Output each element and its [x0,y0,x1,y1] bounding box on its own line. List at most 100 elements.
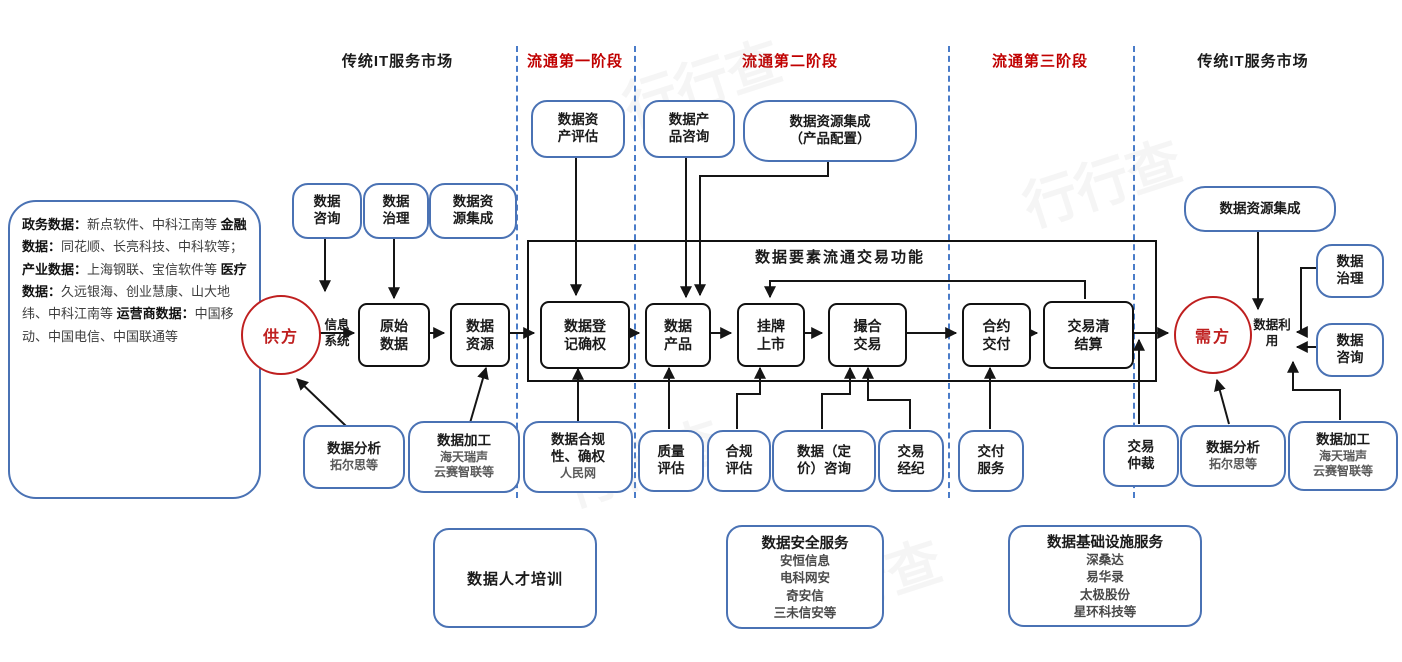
panel-entry-label: 金融数据： [22,217,247,255]
service-label: 数据分析 [327,440,381,456]
service-delivery-service: 交付服务 [958,430,1024,492]
flow-box-label: 数据资源 [466,317,494,352]
service-companies: 人民网 [559,466,596,481]
service-resource-integration-demand: 数据资源集成 [1184,186,1336,232]
service-label: 数据加工 [1316,431,1370,447]
panel-company: 安恒信息 [779,554,830,568]
service-companies: 拓尔思等 [329,457,378,472]
panel-entry-label: 医疗数据： [22,261,247,300]
trading-function-title: 数据要素流通交易功能 [754,249,925,266]
flow-box-label: 原始数据 [380,317,408,352]
stage-divider-2 [634,46,636,498]
panel-entry-label: 运营商数据： [116,306,195,322]
service-label: 数据加工 [437,432,491,448]
service-data-analysis-supply: 数据分析 拓尔思等 [303,425,405,489]
header-stage-3: 流通第三阶段 [991,53,1088,70]
service-data-governance-supply: 数据治理 [363,183,429,239]
flow-box-registration: 数据登记确权 [540,301,630,369]
service-label: 数据分析 [1206,439,1260,455]
service-data-processing-supply: 数据加工 海天瑞声 云赛智联等 [408,421,520,493]
service-label: 数据咨询 [313,194,341,226]
stage-divider-4 [1133,46,1135,498]
service-label: 数据资源集成（产品配置） [789,114,871,146]
service-data-governance-demand: 数据治理 [1316,244,1384,298]
service-companies: 云赛智联等 [1312,464,1373,479]
panel-company: 易华录 [1086,570,1124,585]
flow-box-data-resource: 数据资源 [450,303,510,367]
service-label: 数据资源集成 [452,194,494,226]
service-label: 数据产品咨询 [668,112,710,144]
service-label: 数据合规性、确权 [551,432,605,465]
panel-company: 电科网安 [779,571,830,586]
stage-divider-1 [516,46,518,498]
panel-title: 数据人才培训 [466,570,563,588]
panel-company: 三未信安等 [773,605,837,620]
panel-title: 数据基础设施服务 [1047,535,1163,551]
service-label: 数据咨询 [1336,333,1364,365]
service-label: 质量评估 [657,444,685,476]
header-traditional-it-left: 传统IT服务市场 [341,53,454,70]
panel-entry-label: 政务数据： [22,217,88,232]
service-companies: 海天瑞声 [439,449,488,464]
demander-node: 需方 [1174,296,1252,374]
service-label: 合规评估 [725,444,753,476]
header-stage-1: 流通第一阶段 [526,53,623,70]
service-product-consulting: 数据产品咨询 [643,100,735,158]
service-companies: 云赛智联等 [433,465,494,480]
service-label: 交付服务 [977,444,1005,476]
flow-box-settlement: 交易清结算 [1043,301,1134,369]
service-label: 数据治理 [1336,254,1364,286]
flow-box-label: 数据登记确权 [564,317,606,352]
service-resource-integration-config: 数据资源集成（产品配置） [743,100,917,162]
data-use-label: 数据利用 [1253,318,1291,349]
panel-entry-text: 同花顺、长亮科技、中科软等； [61,239,244,255]
service-label: 数据资源集成 [1219,200,1301,216]
service-data-consulting-supply: 数据咨询 [292,183,362,239]
service-label: 数据治理 [382,194,410,226]
panel-company: 太极股份 [1079,587,1130,602]
supplier-label: 供方 [262,329,299,346]
service-trade-arbitration: 交易仲裁 [1103,425,1179,487]
stage-divider-3 [948,46,950,498]
panel-entry-label: 产业数据： [22,261,88,277]
trading-function-frame [527,240,1157,382]
service-compliance-evaluation: 合规评估 [707,430,771,492]
service-label: 交易经纪 [897,444,925,476]
flow-box-label: 交易清结算 [1067,317,1110,352]
panel-title: 数据安全服务 [761,536,849,552]
service-trade-brokerage: 交易经纪 [878,430,944,492]
flow-box-label: 数据产品 [664,317,692,352]
panel-entry-text: 上海钢联、宝信软件等 [87,261,218,277]
flow-box-listing: 挂牌上市 [737,303,805,367]
panel-company: 星环科技等 [1073,604,1137,619]
service-data-consulting-demand: 数据咨询 [1316,323,1384,377]
panel-talent-training: 数据人才培训 [433,528,597,628]
data-supplier-panel: 政务数据：新点软件、中科江南等 金融数据：同花顺、长亮科技、中科软等； 产业数据… [8,200,261,499]
service-compliance-confirmation: 数据合规性、确权 人民网 [523,421,633,493]
service-label: 数据（定价）咨询 [797,444,851,476]
header-traditional-it-right: 传统IT服务市场 [1197,53,1309,70]
flow-box-label: 挂牌上市 [757,317,785,352]
service-pricing-consulting: 数据（定价）咨询 [772,430,876,492]
panel-data-security: 数据安全服务 安恒信息 电科网安 奇安信 三未信安等 [726,525,884,629]
service-label: 数据资产评估 [557,112,599,144]
service-companies: 拓尔思等 [1208,456,1257,471]
service-companies: 海天瑞声 [1318,448,1367,463]
supplier-node: 供方 [241,295,321,375]
flow-box-label: 合约交付 [982,317,1011,352]
service-resource-integration-supply: 数据资源集成 [429,183,517,239]
demander-label: 需方 [1194,329,1231,346]
header-stage-2: 流通第二阶段 [741,53,838,70]
service-data-processing-demand: 数据加工 海天瑞声 云赛智联等 [1288,421,1398,491]
flow-box-raw-data: 原始数据 [358,303,430,367]
service-label: 交易仲裁 [1127,439,1155,471]
panel-entry-text: 久远银海、创业慧康、山大地纬、中科江南等 [22,284,231,322]
service-data-analysis-demand: 数据分析 拓尔思等 [1180,425,1286,487]
panel-data-infrastructure: 数据基础设施服务 深桑达 易华录 太极股份 星环科技等 [1008,525,1202,627]
panel-company: 奇安信 [786,588,824,603]
flow-box-matching: 撮合交易 [828,303,907,367]
panel-company: 深桑达 [1086,553,1124,567]
panel-entry-text: 新点软件、中科江南等 [87,217,218,232]
